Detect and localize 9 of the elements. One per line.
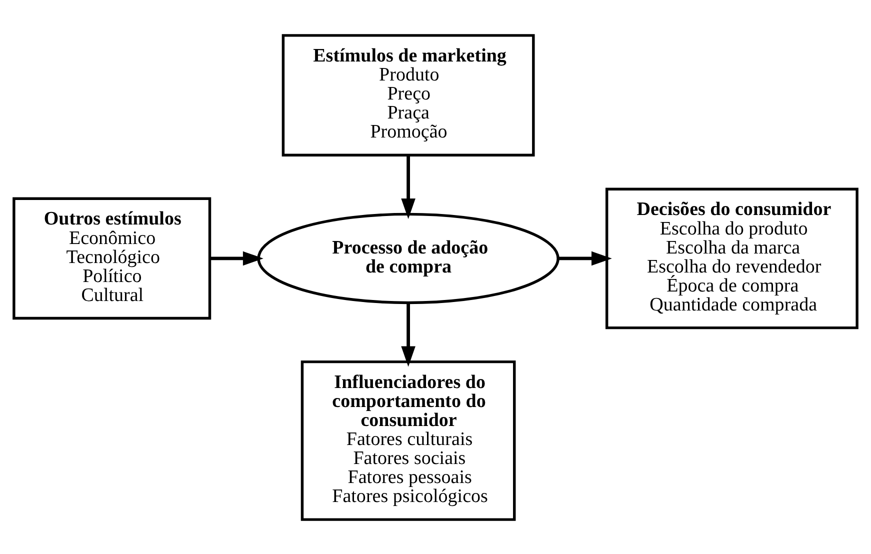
node-box: Estímulos de marketing Produto Preço Praça Promoção [282, 34, 535, 156]
node-box: Influenciadores do comportamento do consumidor Fatores culturais Fatores sociais Fatores pessoais Fatores psicológicos [300, 360, 516, 520]
node-box: Decisões do consumidor Escolha do produto Escolha da marca Escolha do revendedor Época de compra Quantidade comprada [605, 187, 858, 329]
node-ellipse: Processo de adoção de compra [257, 212, 560, 304]
arrow [210, 250, 264, 266]
arrow [401, 302, 416, 366]
arrow [401, 154, 416, 218]
arrow [558, 250, 612, 266]
node-box: Outros estímulos Econômico Tecnológico Político Cultural [12, 196, 212, 320]
